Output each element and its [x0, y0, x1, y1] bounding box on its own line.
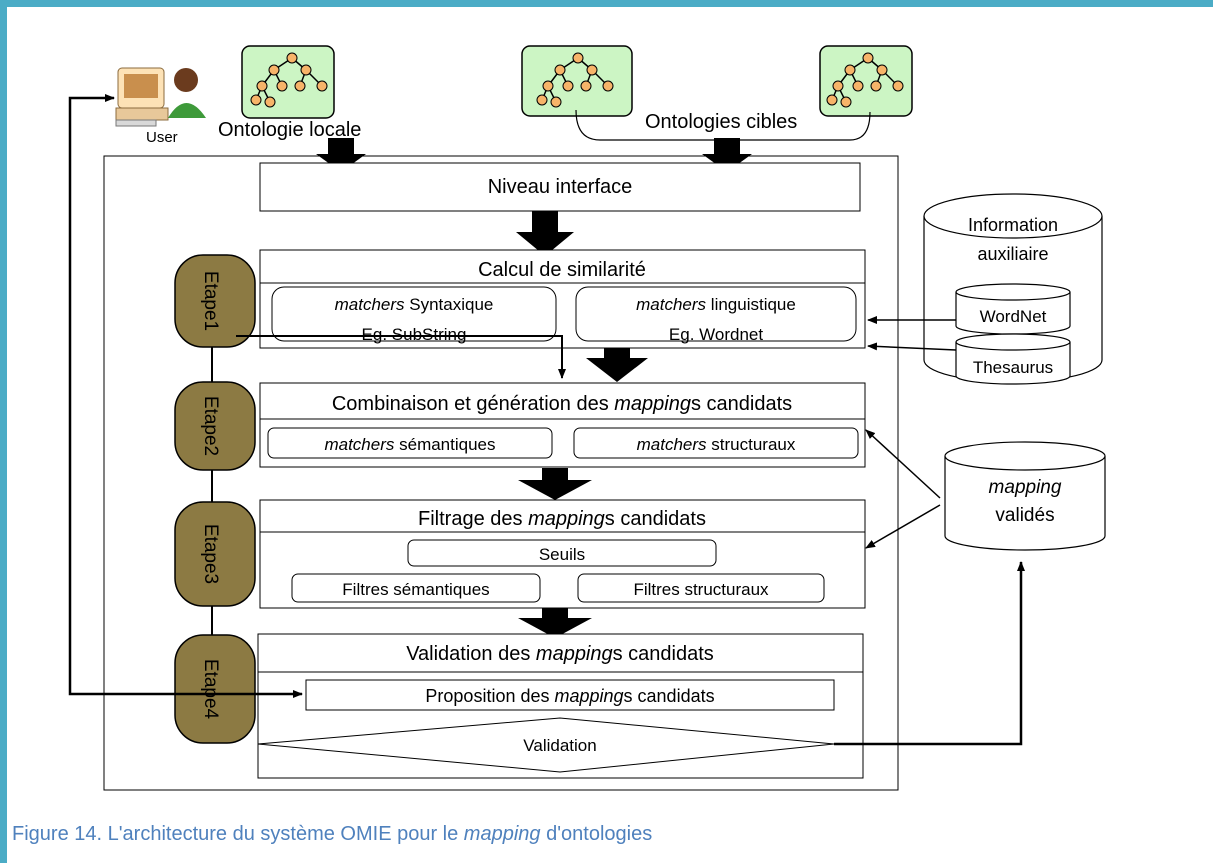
- semantic-filters-box: [291, 573, 541, 603]
- validated-mappings-line1: mapping: [989, 477, 1062, 498]
- linguistic-matchers-example: Eg. Wordnet: [669, 325, 763, 344]
- auxiliary-info-title-line2: auxiliaire: [977, 244, 1048, 264]
- step2-to-step3-arrow: [518, 468, 592, 500]
- structural-matchers-box: [573, 427, 859, 459]
- syntactic-matchers-box: [271, 286, 557, 342]
- interface-level-label: Niveau interface: [488, 176, 633, 198]
- validated-mappings-database: [944, 441, 1106, 551]
- step1-title: Calcul de similarité: [478, 259, 646, 281]
- step2-title: Combinaison et génération des mappings c…: [332, 393, 792, 415]
- step4-title-bar: [257, 633, 864, 673]
- validation-decision-label: Validation: [523, 736, 596, 755]
- thesaurus-database: [955, 333, 1071, 385]
- proposal-box: [305, 679, 835, 711]
- linguistic-matchers-label: matchers linguistique: [636, 295, 796, 314]
- thresholds-box: [407, 539, 717, 567]
- interface-to-step1-arrow: [516, 211, 574, 256]
- validated-to-step2-arrow: [865, 429, 941, 499]
- wordnet-label: WordNet: [980, 307, 1047, 326]
- step3-tab: Etape3: [174, 501, 256, 607]
- thesaurus-label: Thesaurus: [973, 358, 1053, 377]
- user-label: User: [146, 129, 178, 146]
- user-computer-icon: [115, 67, 206, 127]
- step1-tab: Etape1: [174, 254, 256, 348]
- semantic-matchers-label: matchers sémantiques: [324, 435, 495, 454]
- proposal-label: Proposition des mappings candidats: [425, 686, 714, 706]
- structural-matchers-label: matchers structuraux: [637, 435, 796, 454]
- wordnet-database: [955, 283, 1071, 335]
- interface-level-box: [259, 162, 861, 212]
- system-container: [103, 155, 899, 791]
- syntactic-to-step2-arrow: [236, 335, 566, 379]
- target-ontologies-label: Ontologies cibles: [645, 111, 797, 133]
- figure-caption: Figure 14. L'architecture du système OMI…: [12, 823, 653, 845]
- syntactic-matchers-label: matchers Syntaxique: [335, 295, 494, 314]
- validation-to-validated-arrow: [834, 561, 1025, 746]
- step1-to-step2-arrow: [586, 348, 648, 382]
- linguistic-matchers-box: [575, 286, 857, 342]
- step4-title: Validation des mappings candidats: [406, 643, 714, 665]
- validated-to-step3-arrow: [865, 504, 941, 549]
- structural-filters-box: [577, 573, 825, 603]
- validated-mappings-line2: validés: [995, 505, 1054, 526]
- step4-tab-label: Etape4: [200, 659, 221, 720]
- step3-tab-label: Etape3: [200, 524, 221, 584]
- syntactic-matchers-example: Eg. SubString: [362, 325, 467, 344]
- thesaurus-to-step1-arrow: [867, 342, 957, 351]
- semantic-filters-label: Filtres sémantiques: [342, 580, 489, 599]
- target-ontology-box-1: [521, 45, 633, 117]
- local-ontology-label: Ontologie locale: [218, 119, 361, 141]
- user-feedback-arrow: [68, 94, 236, 696]
- step3-title: Filtrage des mappings candidats: [418, 508, 706, 530]
- step2-tab: Etape2: [174, 381, 256, 471]
- step3-to-step4-arrow: [518, 608, 592, 638]
- auxiliary-info-title-line1: Information: [968, 215, 1058, 235]
- structural-filters-label: Filtres structuraux: [633, 580, 769, 599]
- thresholds-label: Seuils: [539, 545, 585, 564]
- step2-tab-label: Etape2: [200, 396, 221, 456]
- step1-tab-label: Etape1: [200, 271, 221, 331]
- step4-tab: Etape4: [174, 634, 256, 744]
- semantic-matchers-box: [267, 427, 553, 459]
